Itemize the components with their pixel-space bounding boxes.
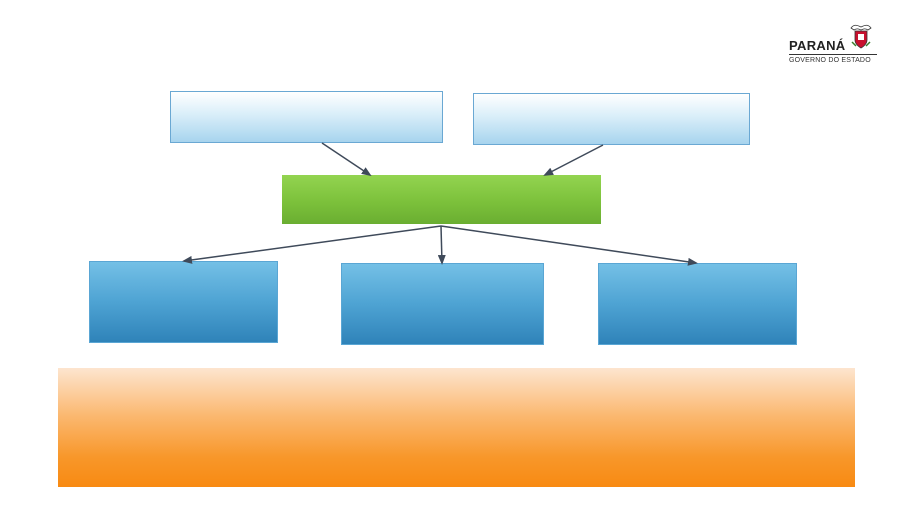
bottom-right-box bbox=[598, 263, 797, 345]
arrow-center-to-bottom-right bbox=[440, 225, 698, 266]
arrow-center-to-bottom-center bbox=[437, 225, 446, 265]
bottom-left-box bbox=[89, 261, 278, 343]
logo-divider bbox=[789, 54, 877, 55]
arrow-top-right-to-center bbox=[543, 144, 604, 176]
coat-of-arms-icon bbox=[850, 24, 872, 49]
logo-subtitle: GOVERNO DO ESTADO bbox=[789, 57, 871, 64]
top-left-box bbox=[170, 91, 443, 143]
logo-title: PARANÁ bbox=[789, 38, 846, 53]
top-right-box bbox=[473, 93, 750, 145]
arrow-top-left-to-center bbox=[321, 142, 372, 177]
bottom-center-box bbox=[341, 263, 544, 345]
arrow-center-to-bottom-left bbox=[182, 225, 442, 264]
base-box bbox=[58, 368, 855, 487]
parana-logo: PARANÁ GOVERNO DO ESTADO bbox=[780, 20, 880, 66]
center-box bbox=[282, 175, 601, 224]
